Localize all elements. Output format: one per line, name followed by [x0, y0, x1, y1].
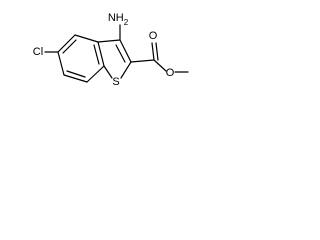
bond-c7a-c3a-inner [93, 44, 100, 65]
bond-c4-c5-inner [62, 39, 77, 54]
sulfur-label: S [112, 76, 119, 88]
amine-label: NH2 [108, 12, 129, 27]
bond-c2-s [120, 61, 132, 79]
bond-c3-c2-inner [115, 44, 126, 63]
bond-carbonyl-o-ether [153, 59, 167, 72]
bond-s-c7a [103, 65, 113, 79]
structure-canvas: NH2 Cl S O O [0, 0, 212, 109]
bond-c2-carbonyl [130, 59, 155, 63]
amine-group: NH2 [108, 12, 129, 27]
bond-carbonyl-o-double-2 [155, 42, 159, 61]
chlorine-label: Cl [33, 46, 43, 58]
ether-oxygen-label: O [166, 67, 175, 79]
bond-c5-c6 [57, 51, 65, 76]
bond-c4-c5 [57, 34, 76, 53]
bond-c3-c2 [119, 39, 132, 63]
bond-c7-c7a [86, 65, 105, 83]
bond-c6-c7 [63, 74, 88, 83]
bond-c6-c7-inner [66, 70, 86, 78]
carbonyl-oxygen-label: O [149, 30, 158, 42]
bond-c3a-c4 [74, 34, 99, 43]
bond-c7a-c3a [97, 41, 105, 67]
molecule-structure: NH2 Cl S O O [33, 12, 189, 88]
bond-c3a-c3 [97, 39, 121, 43]
bond-carbonyl-o-double-1 [151, 42, 155, 61]
